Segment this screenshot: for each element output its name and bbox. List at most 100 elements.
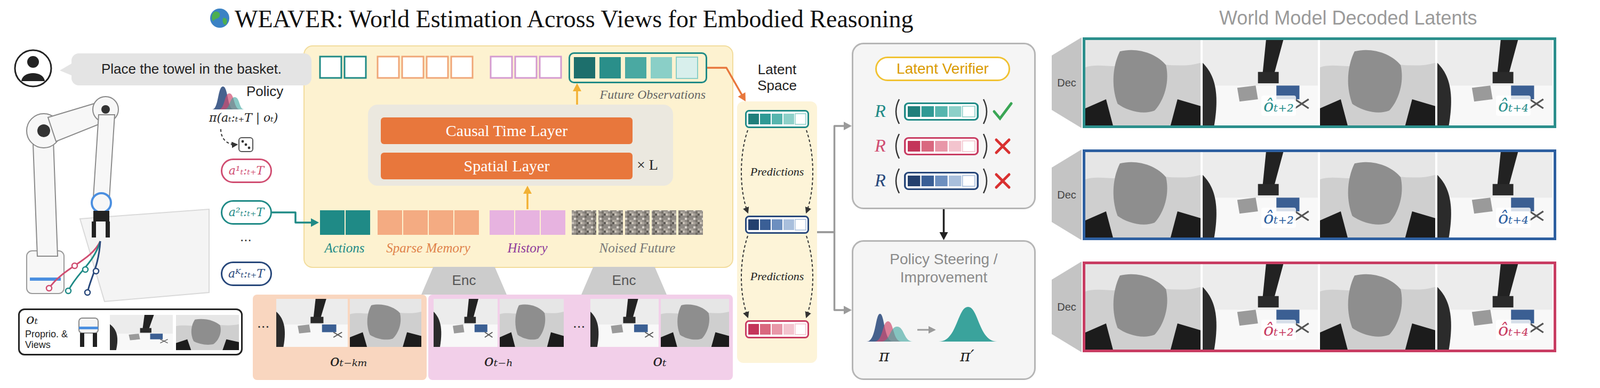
verifier-rows — [896, 168, 987, 194]
decoded-frames — [1320, 40, 1436, 126]
decoded-frames — [1085, 152, 1201, 238]
output-tokens — [599, 57, 621, 79]
block-shape-fill — [581, 266, 667, 295]
verifier-rows — [896, 99, 987, 124]
globe-icon — [211, 11, 220, 22]
robot-illustration — [82, 266, 88, 272]
steering-distributions — [881, 326, 914, 342]
input-tokens — [540, 210, 566, 235]
input-tokens — [571, 210, 597, 235]
output-tokens — [539, 56, 562, 78]
policy-distribution — [212, 86, 245, 110]
panel-heading: World Model Decoded Latents — [1219, 6, 1478, 30]
latent-space-panel: Latent Space — [737, 101, 818, 363]
action-sample-pill: a²ₜ:ₜ₊T — [220, 200, 272, 225]
steering-distributions — [851, 240, 1036, 380]
block-shape-fill — [421, 266, 507, 295]
connector-line — [272, 212, 315, 223]
reward-symbol: R — [874, 134, 886, 157]
token-group: Sparse Memory — [376, 209, 480, 236]
verifier-rows — [851, 42, 1036, 210]
action-sample-pill: a¹ₜ:ₜ₊T — [220, 158, 272, 183]
node-text: ... — [572, 313, 586, 332]
decoder-block: Dec — [1051, 149, 1082, 240]
decoder-block: Dec — [1051, 261, 1082, 352]
node-text: Enc — [452, 272, 477, 289]
node-text: History — [507, 240, 548, 256]
robot-illustration — [26, 96, 210, 302]
globe-icon — [210, 8, 230, 28]
output-tokens — [344, 56, 366, 78]
output-tokens — [515, 56, 537, 78]
output-tokens — [490, 56, 512, 78]
observation-images — [176, 314, 239, 350]
dice-icon — [248, 146, 251, 150]
robot-illustration — [105, 221, 110, 238]
robot-illustration — [26, 250, 64, 294]
connector-line — [817, 125, 847, 232]
node-text: ôₜ₊₂ — [1261, 319, 1296, 340]
node-text: ôₜ₊₄ — [1496, 319, 1531, 340]
input-tokens — [489, 210, 515, 235]
node-text: ... — [257, 313, 270, 332]
policy-label: Policy — [246, 83, 284, 100]
output-tokens — [426, 56, 448, 78]
layer-box: Causal Time Layer — [380, 117, 633, 144]
action-sample-pill: aᴷₜ:ₜ₊T — [220, 261, 272, 286]
arrow-head — [843, 305, 852, 315]
policy-formula: π(aₜ:ₜ₊T | oₜ) — [209, 110, 278, 125]
node-text: Causal Time Layer — [445, 121, 568, 141]
robot-illustration — [101, 105, 110, 114]
robot-illustration — [93, 114, 115, 199]
verifier-rows — [905, 172, 979, 190]
speech-bubble: Place the towel in the basket. — [71, 53, 312, 86]
future-token-group: Future Observations — [568, 52, 708, 84]
latent-space-panel — [741, 130, 748, 213]
verifier-rows — [851, 42, 1036, 210]
node-text: Dec — [1057, 300, 1077, 314]
observation-images — [78, 326, 99, 330]
input-tokens — [625, 210, 650, 235]
steering-distributions — [917, 329, 935, 331]
decoded-frames — [1202, 40, 1318, 126]
output-tokens — [650, 57, 672, 79]
connector-arrow — [272, 212, 319, 227]
token-group: History — [488, 209, 567, 236]
decoded-frames — [1085, 40, 1201, 126]
node-text: oₜ₋ₕ — [466, 350, 531, 371]
arrow-head — [523, 185, 532, 194]
node-text: π′ — [960, 346, 975, 366]
dice-icon — [244, 143, 248, 147]
connector-arrow — [817, 121, 852, 232]
observation-images — [78, 317, 99, 333]
memory-frames — [276, 298, 348, 347]
node-text: ôₜ₊₂ — [1261, 95, 1296, 116]
robot-illustration — [46, 285, 52, 291]
robot-illustration — [33, 139, 58, 256]
history-frames — [433, 298, 498, 347]
history-frames — [660, 298, 730, 347]
connector-line — [817, 232, 847, 310]
robot-illustration — [91, 193, 111, 213]
decoded-frames-panel: ôₜ₊₂ôₜ₊₄ — [1082, 149, 1557, 240]
robot-illustration — [80, 209, 210, 302]
connector-arrow — [939, 209, 949, 240]
robot-illustration — [84, 289, 91, 295]
verifier-rows — [896, 133, 987, 159]
node-text: Dec — [1057, 76, 1077, 90]
latent-space-panel — [737, 101, 818, 363]
node-text: Latent Space — [753, 61, 802, 94]
speech-bubble-tail — [59, 62, 73, 76]
block-shape-fill — [1051, 149, 1082, 240]
robot-illustration — [91, 221, 96, 238]
robot-illustration — [93, 268, 99, 274]
verifier-rows — [905, 138, 979, 155]
decoded-frames — [1202, 152, 1318, 238]
reward-symbol: R — [874, 169, 886, 192]
block-shape-fill — [1051, 261, 1082, 352]
node-text: Policy Steering / Improvement — [853, 250, 1035, 286]
connector-arrow — [707, 67, 746, 102]
output-tokens — [377, 56, 399, 78]
node-text: Sparse Memory — [386, 240, 471, 256]
